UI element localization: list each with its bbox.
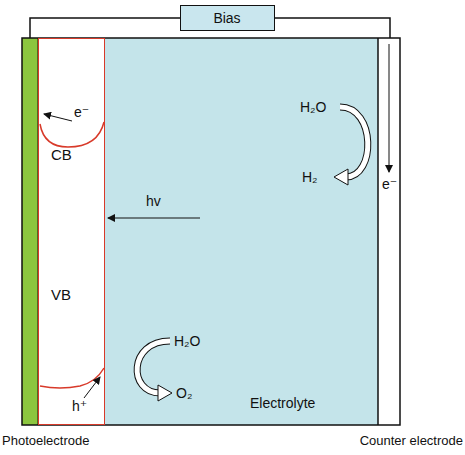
conductive-substrate — [22, 38, 38, 425]
circuit-wire — [30, 18, 180, 38]
conduction-band — [40, 122, 104, 147]
hole-arrow — [84, 377, 100, 398]
bias-box-text: Bias — [213, 10, 240, 26]
water-label: H₂O — [174, 333, 200, 349]
cell-frame — [22, 38, 400, 425]
electrolyte: Electrolyte — [105, 38, 378, 425]
counter-electrode-text: Counter electrode — [360, 433, 463, 449]
counter-electrode: Counter electrode — [378, 38, 400, 425]
hole-label: h⁺ — [72, 398, 87, 414]
counter-edge — [377, 38, 379, 425]
electron-arrow — [44, 114, 72, 121]
oxidation-arrow — [137, 341, 170, 393]
hydrogen-label: H₂ — [302, 169, 318, 185]
electron-flow-arrow — [389, 44, 390, 172]
oxidation-arrowhead — [158, 385, 172, 401]
electron-label: e⁻ — [74, 104, 89, 120]
circuit-wire — [275, 18, 390, 38]
water-label: H₂O — [300, 99, 326, 115]
photoelectrode-text: Photoelectrode — [2, 433, 89, 449]
photoelectrode: PhotoelectrodeCBVB — [22, 38, 105, 425]
reduction-arrow-core — [340, 107, 368, 177]
reduction-arrow — [340, 107, 368, 177]
bias-box: Bias — [180, 5, 275, 31]
photon-label: hv — [146, 193, 161, 209]
semiconductor-fill — [38, 38, 105, 425]
electron-label: e⁻ — [382, 176, 397, 192]
counter-electrode-fill — [378, 38, 400, 425]
oxygen-label: O₂ — [176, 385, 192, 401]
electrolyte-fill — [105, 38, 378, 425]
reduction-arrowhead — [334, 169, 348, 185]
semiconductor-text: VB — [51, 287, 71, 303]
semiconductor-text: CB — [51, 147, 72, 163]
light-arrow — [108, 218, 200, 219]
electrolyte-text: Electrolyte — [250, 395, 315, 411]
oxidation-arrow-core — [137, 341, 170, 393]
semiconductor: CB VB — [38, 38, 105, 425]
